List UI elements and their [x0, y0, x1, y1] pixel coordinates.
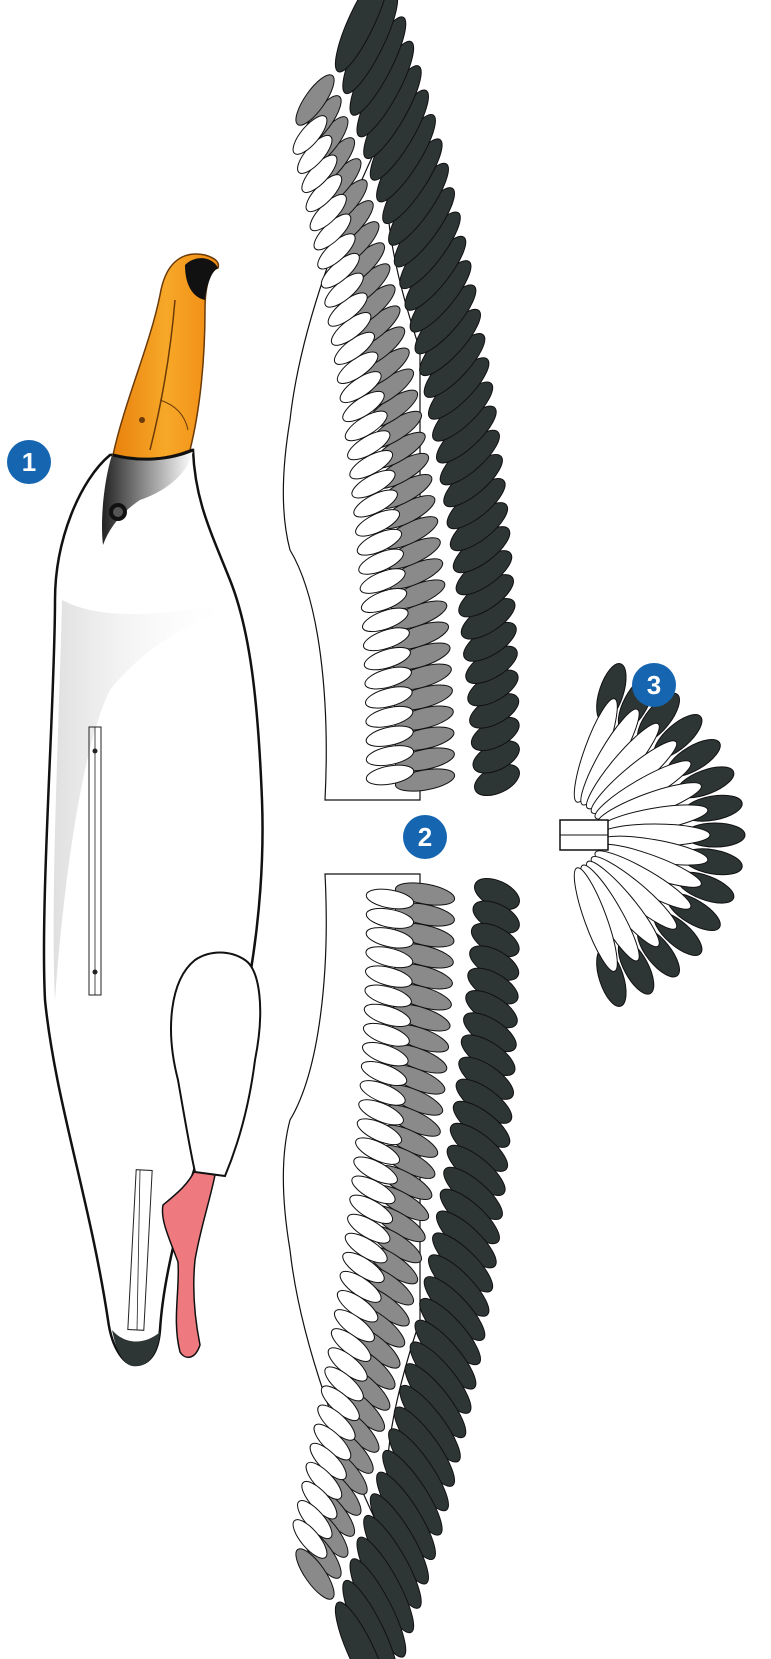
- body-part: [44, 254, 263, 1366]
- badge-body: 1: [7, 440, 51, 484]
- tail-part: [560, 660, 745, 1010]
- badge-wings: 2: [403, 815, 447, 859]
- nostril: [139, 417, 145, 423]
- badge-wings-label: 2: [418, 822, 432, 852]
- badge-tail-label: 3: [647, 670, 661, 700]
- badge-body-label: 1: [22, 447, 36, 477]
- slot-dot-top: [93, 749, 98, 754]
- eye-ring: [113, 507, 123, 517]
- slot-dot-bottom: [93, 970, 98, 975]
- body-outline: [44, 450, 263, 1365]
- wings-part: [283, 0, 524, 1659]
- badge-tail: 3: [632, 663, 676, 707]
